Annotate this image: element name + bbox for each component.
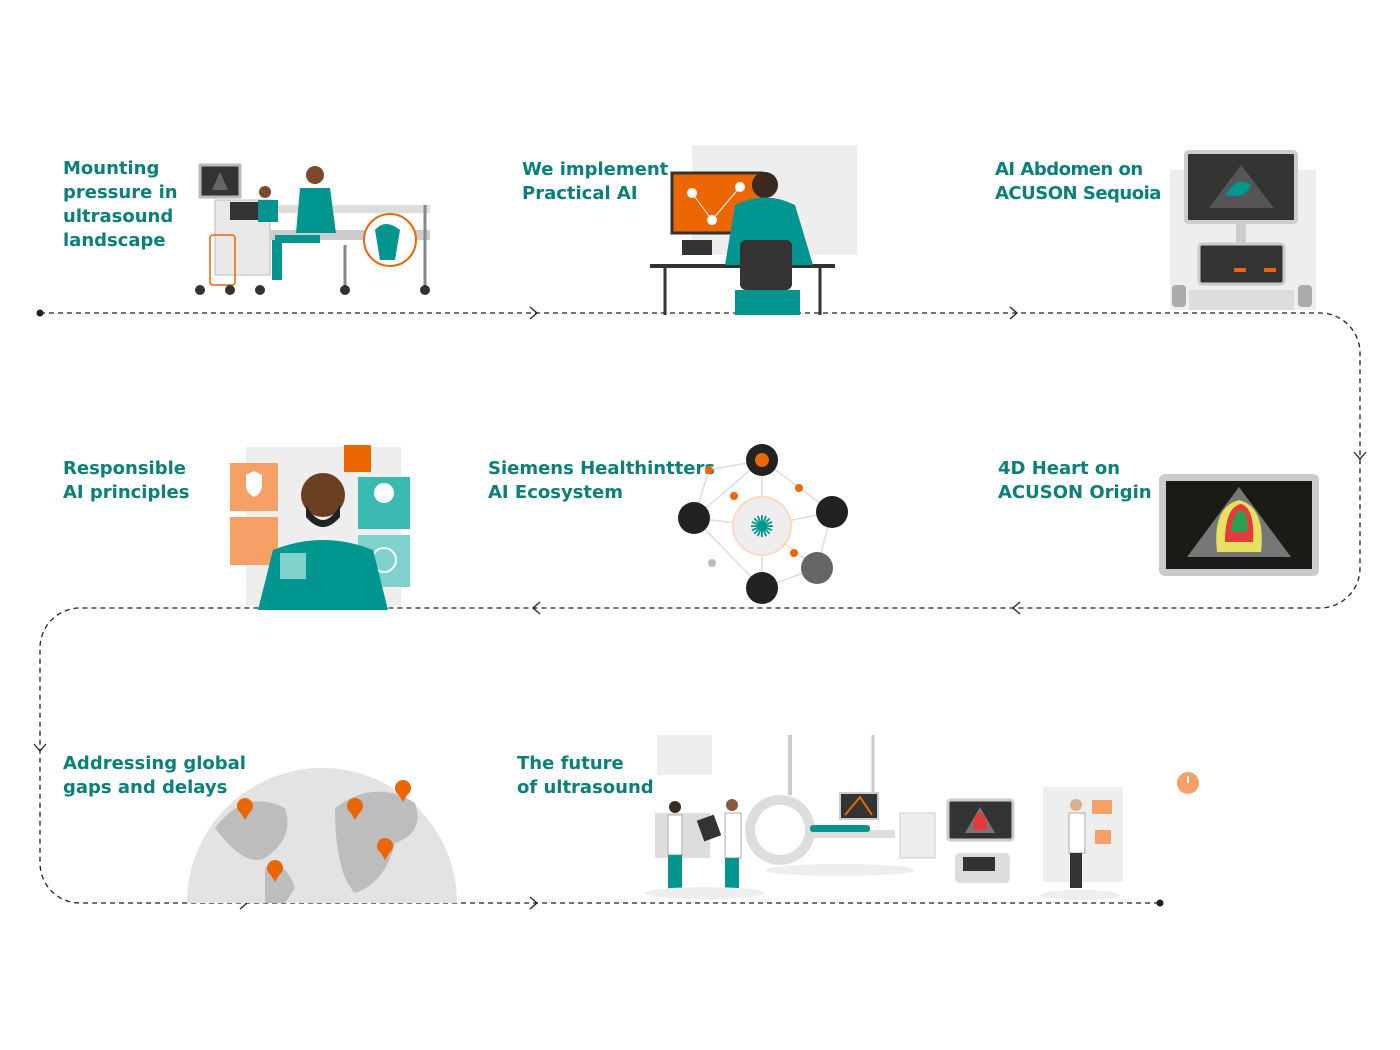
arrow-left-icon: [1012, 601, 1021, 615]
responsible-ai-illustration: [230, 445, 410, 610]
arrow-down-icon: [33, 743, 47, 752]
global-map-illustration: [187, 768, 457, 903]
timeline-start-dot: [36, 309, 44, 317]
step-title-global-gaps: Addressing global gaps and delays: [63, 753, 246, 798]
brain-icon: ✺: [749, 510, 774, 545]
practical-ai-illustration: [650, 145, 857, 315]
heart-icon: [801, 552, 833, 584]
arrow-right-icon: [1009, 306, 1018, 320]
acuson-origin-illustration: [1159, 474, 1319, 576]
handshake-icon: [816, 496, 848, 528]
step-title-responsible-ai: Responsible AI principles: [63, 458, 190, 503]
server-icon: [746, 572, 778, 604]
timeline-end-dot: [1156, 899, 1164, 907]
arrow-right-icon: [529, 306, 538, 320]
future-ultrasound-illustration: [645, 735, 1199, 900]
step-title-ai-abdomen: AI Abdomen on ACUSON Sequoia: [995, 159, 1161, 204]
arrow-right-icon: [529, 896, 538, 910]
ai-ecosystem-illustration: ✺: [678, 444, 848, 604]
step-title-future-ultrasound: The future of ultrasound: [517, 753, 654, 798]
lab-icon: [678, 502, 710, 534]
step-title-practical-ai: We implement Practical AI: [522, 159, 669, 204]
arrow-down-icon: [1353, 451, 1367, 460]
step-title-mounting-pressure: Mounting pressure in ultrasound landscap…: [63, 158, 178, 251]
arrow-left-icon: [532, 601, 541, 615]
ultrasound-scan-illustration: [195, 163, 430, 295]
step-title-4d-heart: 4D Heart on ACUSON Origin: [998, 458, 1152, 503]
acuson-sequoia-illustration: [1170, 150, 1316, 310]
location-pin-icon: [237, 780, 411, 882]
step-title-ai-ecosystem: Siemens Healthintters AI Ecosystem: [488, 458, 716, 503]
